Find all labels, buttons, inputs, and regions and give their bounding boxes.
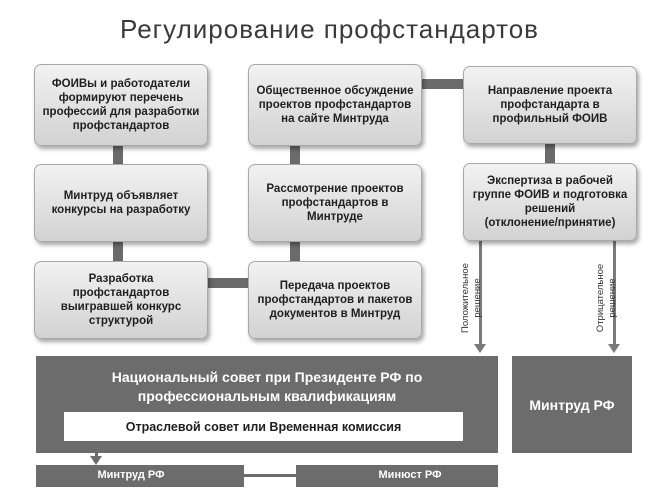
connector-development-to-transfer bbox=[207, 278, 249, 288]
box-send-foiv: Направление проекта профстандарта в проф… bbox=[463, 66, 637, 144]
arrow-positive-line bbox=[479, 241, 482, 345]
box-mintrud-contests: Минтруд объявляет конкурсы на разработку bbox=[34, 164, 208, 242]
box-public-discussion: Общественное обсуждение проектов профста… bbox=[248, 64, 422, 146]
label-negative-decision: Отрицательное решение bbox=[595, 263, 618, 333]
bottom-mintrud-label: Минтруд РФ bbox=[97, 469, 165, 481]
bottom-minjust-label: Минюст РФ bbox=[378, 469, 442, 481]
connector-contests-to-development bbox=[113, 242, 123, 262]
arrow-mintrud-to-minjust-head bbox=[302, 469, 312, 481]
label-positive-decision: Положительное решение bbox=[460, 263, 483, 333]
arrow-council-to-mintrud bbox=[95, 453, 98, 458]
box-foiv-employers: ФОИВы и работодатели формируют перечень … bbox=[34, 64, 208, 146]
box-review-mintrud: Рассмотрение проектов профстандартов в М… bbox=[248, 164, 422, 242]
national-council-title: Национальный совет при Президенте РФ по … bbox=[111, 369, 423, 404]
arrow-negative-line bbox=[613, 241, 616, 345]
connector-foiv-to-contests bbox=[113, 145, 123, 165]
connector-discussion-to-send bbox=[422, 79, 464, 89]
connector-review-to-discussion bbox=[290, 145, 300, 165]
mintrud-rf-block: Минтруд РФ bbox=[512, 356, 632, 453]
connector-send-to-expertise bbox=[545, 144, 555, 164]
national-council-block: Национальный совет при Президенте РФ по … bbox=[36, 356, 498, 453]
connector-transfer-to-review bbox=[290, 242, 300, 262]
arrow-negative-head bbox=[608, 344, 620, 353]
arrow-council-to-mintrud-head bbox=[90, 456, 102, 465]
page-title: Регулирование профстандартов bbox=[120, 14, 539, 44]
subcouncil-bar: Отраслевой совет или Временная комиссия bbox=[64, 412, 463, 441]
box-development: Разработка профстандартов выигравшей кон… bbox=[34, 261, 208, 339]
arrow-positive-head bbox=[474, 344, 486, 353]
box-transfer-mintrud: Передача проектов профстандартов и пакет… bbox=[248, 261, 422, 339]
box-expertise: Экспертиза в рабочей группе ФОИВ и подго… bbox=[463, 163, 637, 241]
arrow-mintrud-to-minjust-line bbox=[244, 474, 304, 477]
